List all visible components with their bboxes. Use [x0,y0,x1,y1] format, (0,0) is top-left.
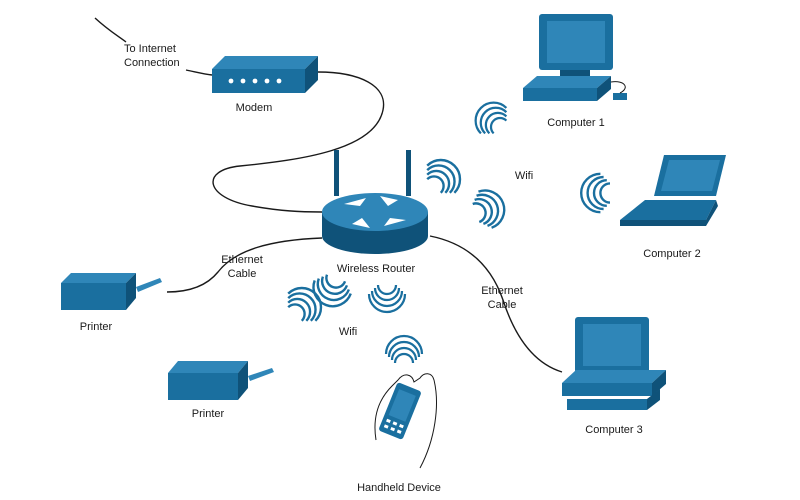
internet-to-modem-cable [185,69,213,76]
internet-connection-label-line1: To Internet [124,43,176,55]
handheld-device-label: Handheld Device [357,482,441,494]
router-label: Wireless Router [336,263,416,275]
laptop-icon [620,155,726,226]
ethernet-cable-label-right: Ethernet Cable [472,284,532,312]
wireless-router-icon [322,150,428,254]
router-to-computer3-cable [429,235,563,373]
wifi-signal-icon [467,94,514,141]
ethernet-cable-label-left-line1: Ethernet [221,254,263,266]
wifi-signal-icon [419,150,470,201]
modem-label: Modem [235,102,273,114]
internet-connection-label-line2: Connection [124,57,180,69]
modem-to-router-cable [212,71,385,213]
printer1-label: Printer [79,321,113,333]
desktop-computer-icon [562,317,666,410]
computer1-label: Computer 1 [547,117,605,129]
ethernet-cable-label-left-line2: Cable [227,268,257,280]
printer-icon [61,273,162,310]
computer2-label: Computer 2 [643,248,701,260]
printer2-label: Printer [191,408,225,420]
internet-cable [94,17,127,43]
router-to-printer1-cable [166,237,323,293]
wifi-signal-icon [580,172,612,214]
desktop-computer-icon [523,14,627,101]
ethernet-cable-label-right-line1: Ethernet [481,285,523,297]
printer-icon [168,361,274,400]
wifi-signal-icon [384,334,424,365]
wifi-signal-icon [468,183,511,233]
wifi-label-upper: Wifi [514,170,534,182]
ethernet-cable-label-right-line2: Cable [487,299,517,311]
modem-icon [212,56,318,93]
handheld-device-icon [374,373,437,469]
internet-connection-label: To Internet Connection [124,42,180,70]
computer3-label: Computer 3 [585,424,643,436]
wifi-signal-icon [367,283,407,314]
cables [94,17,563,373]
wifi-signal-icon [280,278,331,329]
wifi-label-lower: Wifi [338,326,358,338]
ethernet-cable-label-left: Ethernet Cable [212,253,272,281]
